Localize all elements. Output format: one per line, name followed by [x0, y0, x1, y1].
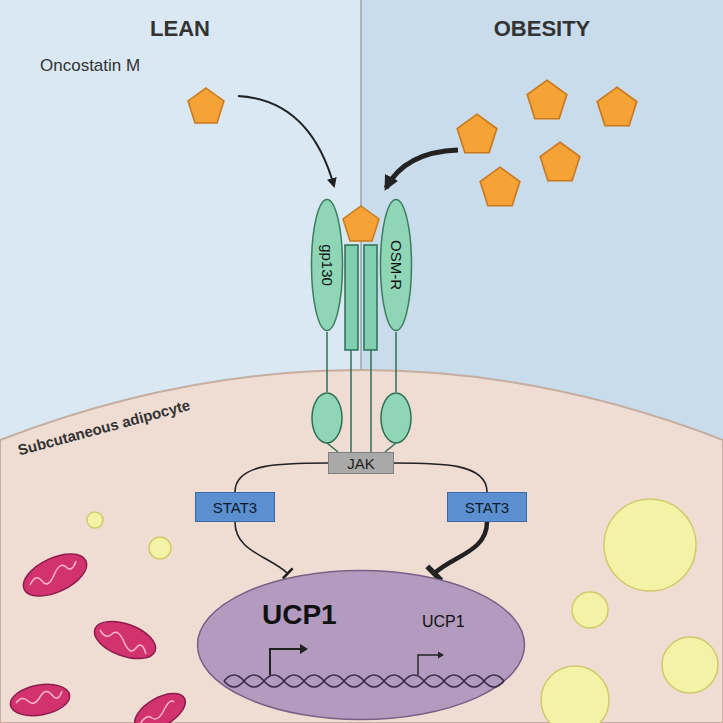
oncostatin-molecules: [188, 80, 637, 241]
receptor-subunit: OSM-R: [379, 198, 413, 332]
node-text: JAK: [347, 455, 375, 472]
tss-arrowhead: [438, 652, 444, 659]
panel-heading: OBESITY: [494, 16, 591, 42]
node-text: OSM-R: [388, 240, 405, 290]
panel-heading: LEAN: [150, 16, 210, 42]
signal-connector: [394, 463, 487, 492]
kinase-box: JAK: [328, 452, 394, 474]
dna-strand: [224, 675, 504, 687]
ligand-label: Oncostatin M: [40, 56, 140, 76]
node-text: UCP1: [422, 613, 465, 631]
node-shape: [198, 571, 525, 720]
receptor-subunit: gp130: [310, 198, 344, 332]
node-outline: [196, 569, 526, 721]
tss-arrow: [418, 655, 438, 675]
node-text: STAT3: [213, 499, 257, 516]
cristae: [16, 561, 174, 723]
nucleus: UCP1 UCP1: [196, 569, 526, 721]
stat3-box: STAT3: [195, 492, 275, 522]
dna-strand: [224, 675, 504, 687]
tss-arrowhead: [300, 644, 308, 654]
tss-arrow: [270, 649, 300, 675]
node-text: gp130: [319, 244, 336, 286]
node-shape: [381, 200, 412, 331]
mitochondria: [8, 545, 191, 723]
lipid-droplets: [87, 499, 718, 723]
binding-arrow: [386, 150, 458, 188]
stat3-box: STAT3: [447, 492, 527, 522]
binding-arrow: [238, 96, 334, 186]
signal-connector: [434, 522, 487, 573]
node-shape: [312, 200, 343, 331]
cell-membrane: [0, 370, 723, 723]
signal-connector: [235, 463, 328, 492]
node-text: UCP1: [262, 599, 337, 631]
signal-connector: [235, 522, 288, 573]
node-text: STAT3: [465, 499, 509, 516]
